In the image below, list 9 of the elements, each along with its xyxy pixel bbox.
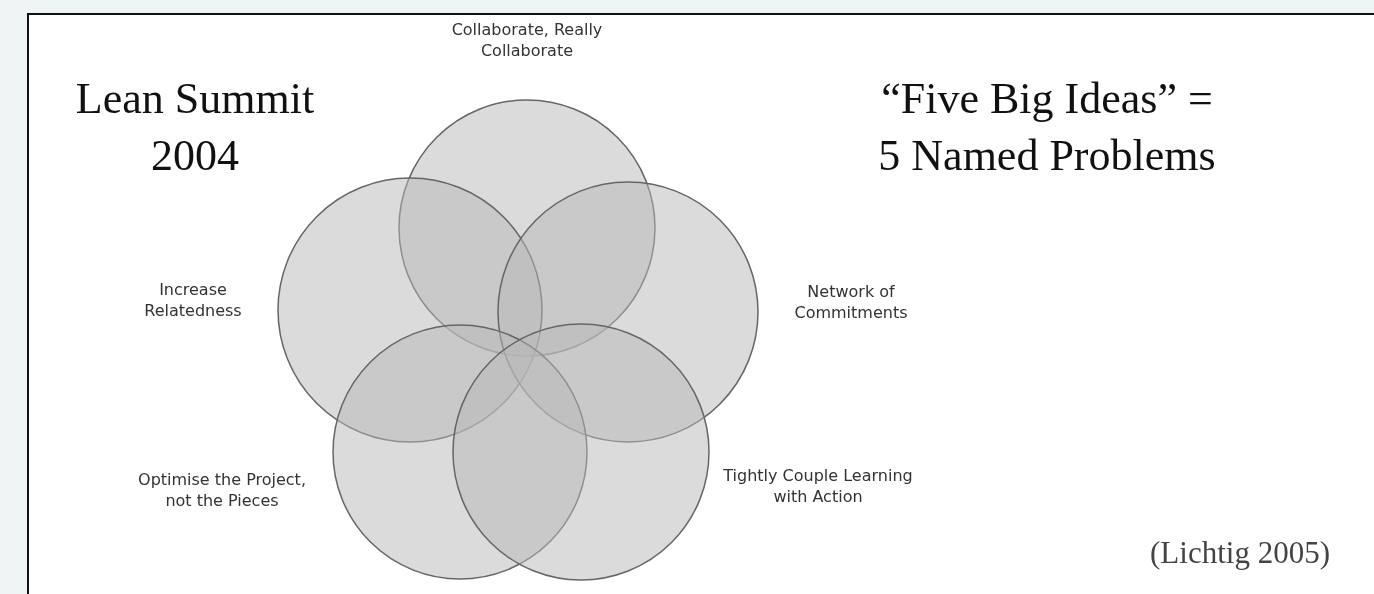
circle-label: Increase Relatedness	[143, 280, 243, 322]
circle-label: Optimise the Project, not the Pieces	[137, 470, 307, 512]
source-citation: (Lichtig 2005)	[1149, 534, 1331, 572]
heading: “Five Big Ideas” = 5 Named Problems	[877, 73, 1217, 183]
circle-label: Collaborate, Really Collaborate	[450, 20, 604, 62]
circle-label: Network of Commitments	[793, 282, 909, 324]
circle-label: Tightly Couple Learning with Action	[722, 466, 914, 508]
summit-heading: Lean Summit 2004	[74, 73, 316, 183]
circle	[452, 323, 710, 581]
